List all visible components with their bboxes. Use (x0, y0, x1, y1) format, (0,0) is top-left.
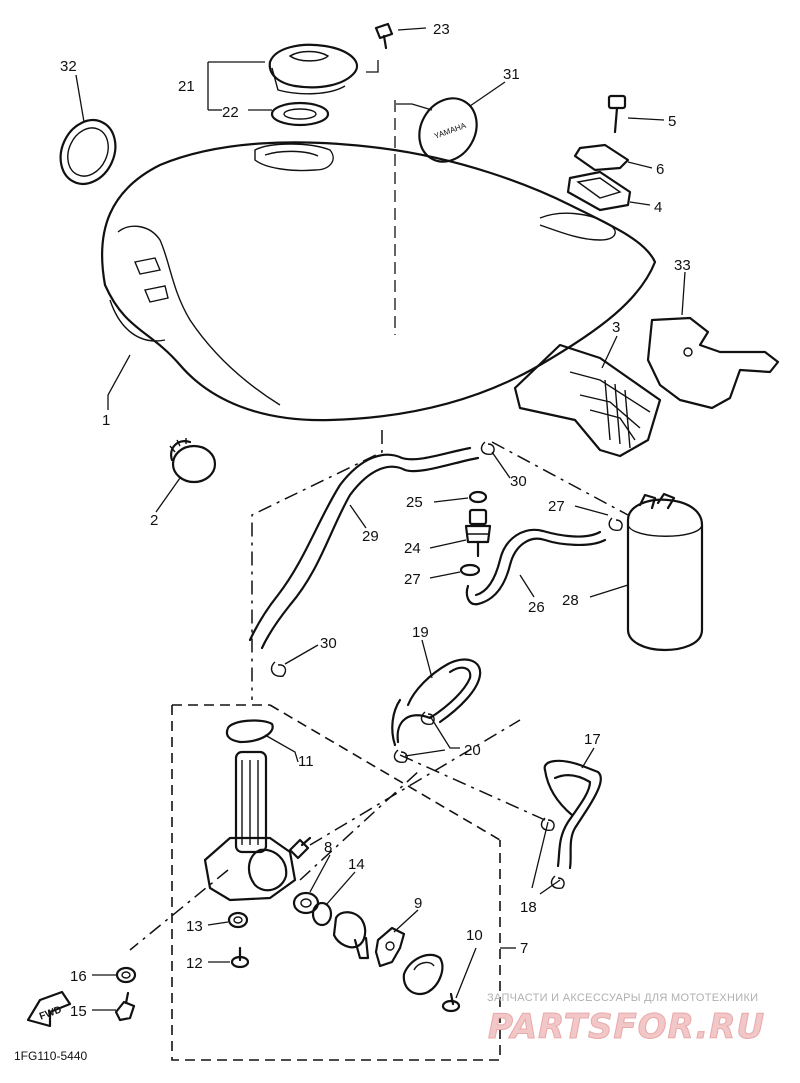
callout-27-lower: 27 (404, 571, 421, 588)
side-cover-33 (646, 316, 780, 410)
lever-9 (374, 926, 406, 968)
callout-13: 13 (186, 918, 203, 935)
callout-10: 10 (466, 927, 483, 944)
callout-17: 17 (584, 731, 601, 748)
callout-28: 28 (562, 592, 579, 609)
callout-30-upper: 30 (510, 473, 527, 490)
callout-24: 24 (404, 540, 421, 557)
callout-15: 15 (70, 1003, 87, 1020)
clip-18-lower (550, 875, 565, 890)
callout-8: 8 (324, 839, 332, 856)
tank-emblem: YAMAHA (418, 97, 478, 163)
emblem-text: YAMAHA (433, 121, 468, 141)
callout-25: 25 (406, 494, 423, 511)
filler-cap (268, 43, 358, 95)
screw-10 (441, 992, 461, 1013)
hose-19 (391, 658, 482, 747)
callout-5: 5 (668, 113, 676, 130)
hose-17 (543, 759, 602, 870)
callout-numbers: 23 21 22 32 31 5 6 4 33 3 1 2 30 25 27 2… (60, 21, 691, 1020)
valve-24 (464, 508, 492, 558)
fuel-cock-assembly-box (171, 704, 501, 1061)
callout-12: 12 (186, 955, 203, 972)
callout-23: 23 (433, 21, 450, 38)
callout-31: 31 (503, 66, 520, 83)
callout-14: 14 (348, 856, 365, 873)
fwd-arrow-icon: FWD (26, 990, 72, 1028)
lever-shaft (332, 911, 370, 960)
callout-27-upper: 27 (548, 498, 565, 515)
callout-16: 16 (70, 968, 87, 985)
callout-4: 4 (654, 199, 662, 216)
fuel-cock (203, 750, 312, 902)
callout-30-lower: 30 (320, 635, 337, 652)
hose-26 (465, 528, 607, 606)
watermark-caption: ЗАПЧАСТИ И АКСЕССУАРЫ ДЛЯ МОТОТЕХНИКИ (487, 992, 758, 1004)
callout-2: 2 (150, 512, 158, 529)
filler-cap-gasket (270, 101, 330, 127)
watermark: ЗАПЧАСТИ И АКСЕССУАРЫ ДЛЯ МОТОТЕХНИКИ PA… (487, 992, 765, 1048)
callout-26: 26 (528, 599, 545, 616)
callout-33: 33 (674, 257, 691, 274)
leader-lines (75, 27, 686, 1011)
clip-30-upper (480, 441, 495, 456)
callout-22: 22 (222, 104, 239, 121)
bolt-15 (114, 991, 136, 1022)
callout-11: 11 (298, 753, 314, 770)
knob-2 (169, 438, 217, 484)
screw-12 (230, 946, 250, 969)
canister-28 (626, 492, 704, 652)
clip-27-upper (608, 517, 623, 532)
assembly-lines (129, 430, 629, 951)
oring-14 (311, 901, 333, 927)
washer-16 (115, 966, 137, 984)
callout-9: 9 (414, 895, 422, 912)
callout-20: 20 (464, 742, 481, 759)
oring-27-lower (459, 563, 481, 577)
heat-shield-3 (513, 343, 662, 458)
ring-32 (59, 119, 117, 185)
callout-32: 32 (60, 58, 77, 75)
plate-6 (573, 143, 630, 172)
diagram-code: 1FG110-5440 (14, 1049, 87, 1063)
callout-1: 1 (102, 412, 110, 429)
clip-20-lower (393, 749, 408, 764)
hose-29 (248, 446, 480, 650)
fuel-tank (101, 100, 657, 422)
callout-21: 21 (178, 78, 195, 95)
grommet-4 (566, 170, 632, 212)
bolt-5 (607, 94, 627, 134)
callout-18: 18 (520, 899, 537, 916)
callout-19: 19 (412, 624, 429, 641)
cover-plate (402, 953, 444, 996)
callout-29: 29 (362, 528, 379, 545)
clip-18-upper (540, 817, 555, 832)
callout-3: 3 (612, 319, 620, 336)
washer-25 (468, 490, 488, 504)
callout-7: 7 (520, 940, 528, 957)
washer-13 (227, 911, 249, 929)
gasket-11 (225, 719, 274, 744)
watermark-logo: PARTSFOR.RU (488, 1007, 765, 1047)
clip-20-upper (420, 711, 435, 726)
clip-30-lower (270, 661, 287, 677)
callout-6: 6 (656, 161, 664, 178)
bolt-23 (374, 22, 394, 50)
